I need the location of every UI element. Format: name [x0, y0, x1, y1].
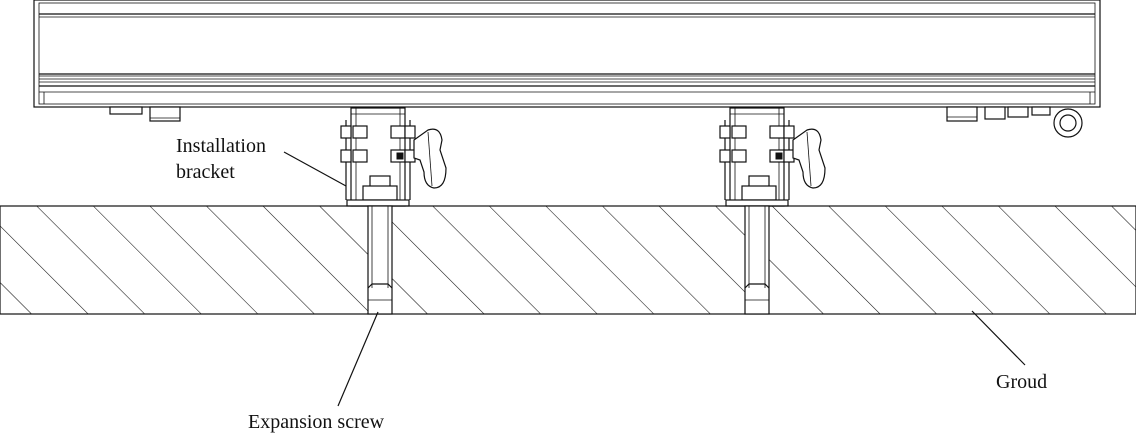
light-fixture — [33, 0, 1101, 108]
leader-line-bracket — [283, 151, 347, 187]
leader-line-expansion-screw — [337, 311, 379, 407]
installation-bracket-a — [340, 107, 447, 207]
installation-bracket-b — [719, 107, 826, 207]
fixture-connector-left — [109, 106, 181, 122]
label-installation-bracket-line2: bracket — [176, 161, 235, 183]
leader-line-ground — [971, 310, 1026, 366]
expansion-screw-b — [744, 205, 770, 315]
label-expansion-screw: Expansion screw — [248, 411, 385, 433]
ground-slab — [0, 205, 1136, 315]
label-installation-bracket-line1: Installation — [176, 135, 266, 157]
fixture-connector-right — [946, 106, 1083, 138]
expansion-screw-a — [367, 205, 393, 315]
label-ground: Groud — [996, 371, 1047, 393]
